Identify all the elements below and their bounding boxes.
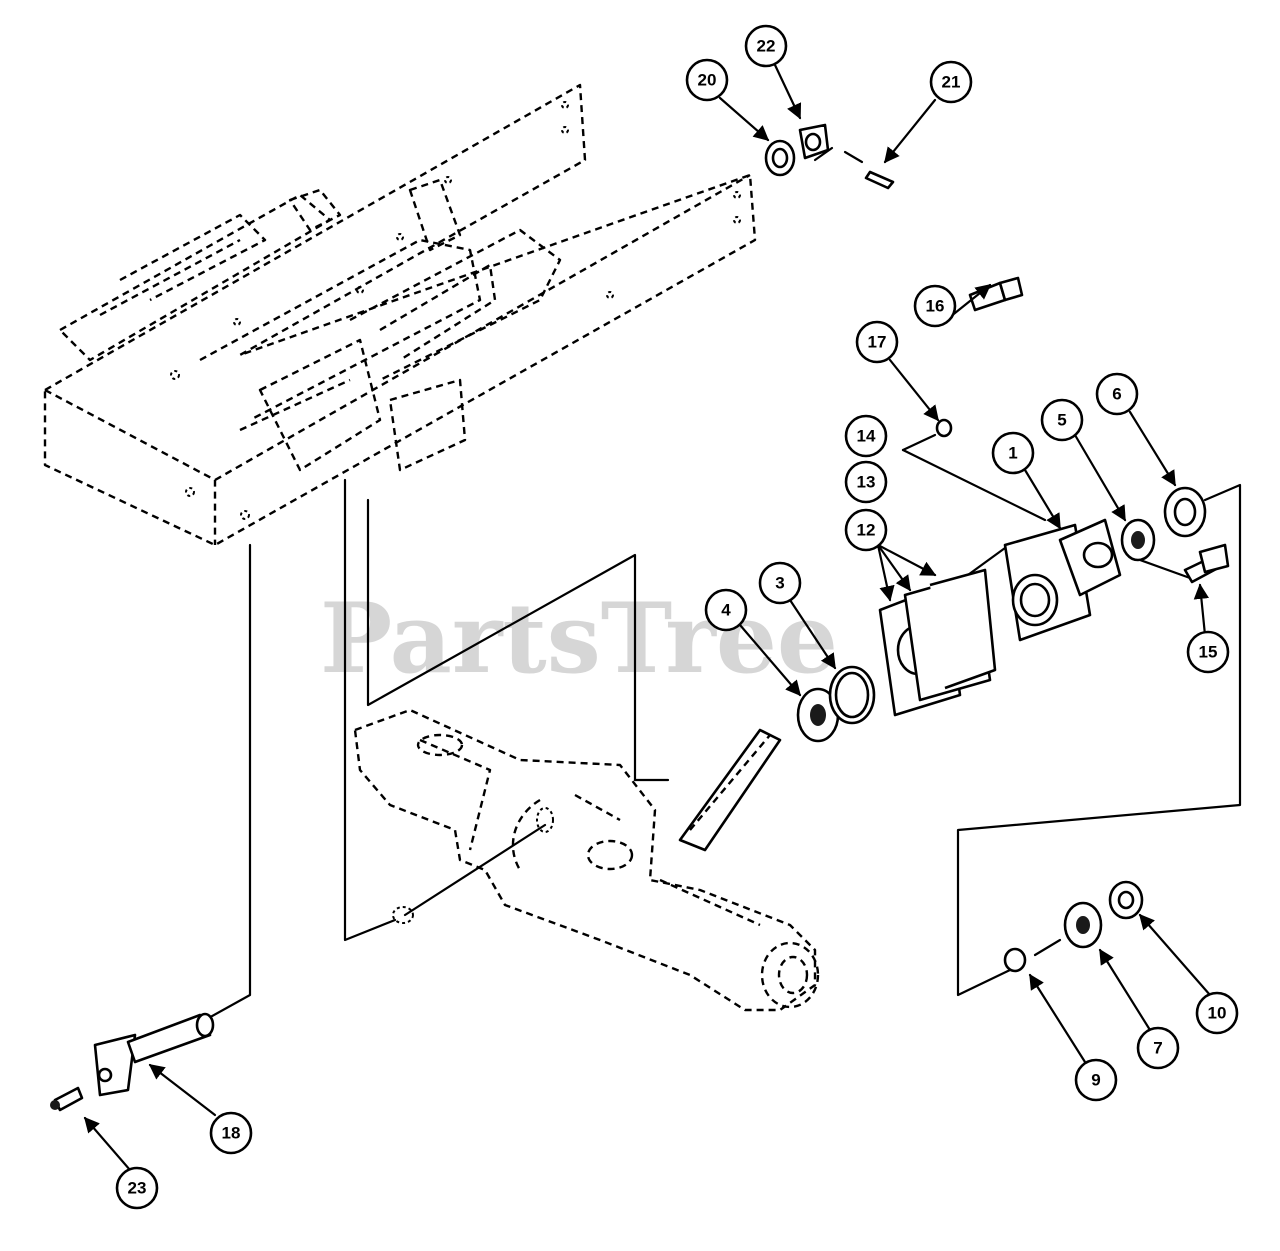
callout-21-label: 21	[942, 73, 961, 92]
callout-1: 1	[991, 431, 1035, 475]
callout-7-label: 7	[1153, 1039, 1162, 1058]
callout-16: 16	[913, 284, 957, 328]
callout-arrows	[83, 63, 1212, 1172]
callout-18-label: 18	[222, 1124, 241, 1143]
callout-12-label: 12	[857, 521, 876, 540]
callout-16-label: 16	[926, 297, 945, 316]
callout-4: 4	[704, 588, 748, 632]
pivot-pin	[678, 728, 782, 852]
hub-assembly	[796, 486, 1230, 743]
part-18-pin	[50, 1012, 215, 1112]
callout-5-label: 5	[1057, 411, 1066, 430]
watermark: PartsTree	[320, 582, 838, 695]
callout-14: 14	[844, 414, 888, 458]
callout-17-label: 17	[868, 333, 887, 352]
leader-lines	[203, 146, 1242, 1022]
callout-9-label: 9	[1091, 1071, 1100, 1090]
tractor-frame	[43, 83, 757, 547]
callout-4-label: 4	[721, 601, 731, 620]
callout-15: 15	[1186, 630, 1230, 674]
callout-18: 18	[209, 1111, 253, 1155]
callout-3-label: 3	[775, 574, 784, 593]
callout-12: 12	[844, 508, 888, 552]
callout-7: 7	[1136, 1026, 1180, 1070]
callout-3: 3	[758, 561, 802, 605]
callout-13-label: 13	[857, 473, 876, 492]
callout-23-label: 23	[128, 1179, 147, 1198]
callout-5: 5	[1040, 398, 1084, 442]
callout-14-label: 14	[857, 427, 876, 446]
callout-21: 21	[929, 60, 973, 104]
callout-17: 17	[855, 320, 899, 364]
callout-10-label: 10	[1208, 1004, 1227, 1023]
hardware	[764, 123, 1144, 973]
callout-23: 23	[115, 1166, 159, 1210]
front-axle	[353, 708, 820, 1012]
callout-6: 6	[1095, 372, 1139, 416]
callout-22: 22	[744, 24, 788, 68]
callout-1-label: 1	[1008, 444, 1017, 463]
callout-6-label: 6	[1112, 385, 1121, 404]
callout-10: 10	[1195, 991, 1239, 1035]
callout-9: 9	[1074, 1058, 1118, 1102]
callout-20-label: 20	[698, 71, 717, 90]
callout-20: 20	[685, 58, 729, 102]
callout-22-label: 22	[757, 37, 776, 56]
callout-13: 13	[844, 460, 888, 504]
callout-15-label: 15	[1199, 643, 1218, 662]
